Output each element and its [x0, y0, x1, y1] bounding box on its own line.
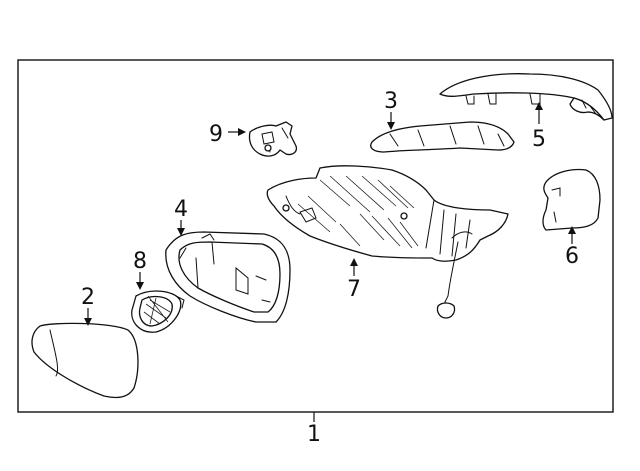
leaders: [84, 102, 576, 422]
part-actuator-motor: [131, 290, 185, 333]
part-sensor-module: [248, 121, 298, 157]
callout-8: 8: [133, 249, 147, 274]
part-mirror-glass: [31, 322, 139, 399]
part-cover-6: [542, 168, 601, 231]
callouts: 1 2 3 4 5 6 7 8 9: [81, 89, 579, 447]
part-trim-strip: [370, 121, 515, 153]
callout-4: 4: [174, 197, 188, 222]
part-mirror-cap: [439, 73, 613, 121]
part-mirror-base: [266, 165, 509, 319]
callout-3: 3: [384, 89, 398, 114]
callout-9: 9: [209, 122, 223, 147]
callout-1: 1: [307, 422, 321, 447]
callout-7: 7: [347, 277, 361, 302]
assembly-frame: [17, 59, 614, 413]
part-mirror-housing: [165, 231, 291, 323]
callout-2: 2: [81, 285, 95, 310]
callout-5: 5: [532, 127, 546, 152]
callout-6: 6: [565, 244, 579, 269]
